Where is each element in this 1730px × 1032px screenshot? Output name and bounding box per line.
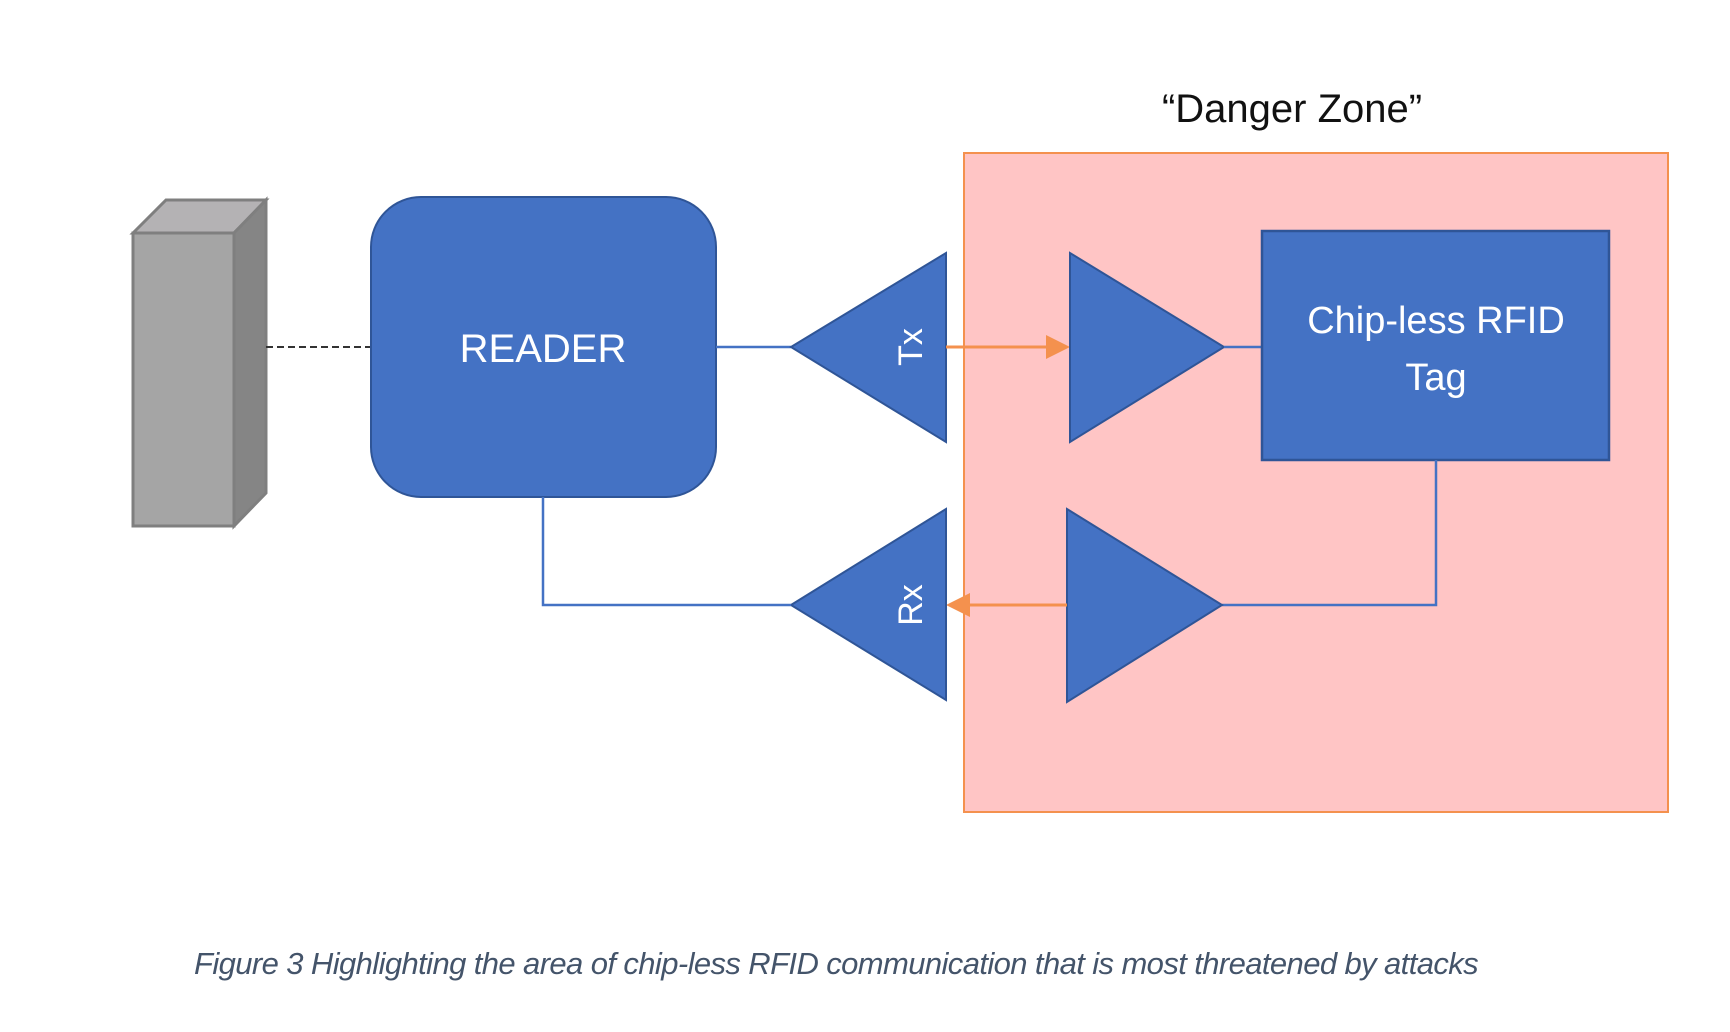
tag-label-line1: Chip-less RFID bbox=[1307, 300, 1565, 342]
rx-antenna bbox=[789, 507, 947, 702]
tag-return-wire bbox=[1222, 460, 1438, 607]
danger-zone-title: “Danger Zone” bbox=[1162, 87, 1422, 131]
figure-caption: Figure 3 Highlighting the area of chip-l… bbox=[194, 946, 1479, 981]
reader-label: READER bbox=[460, 327, 627, 371]
chipless-rfid-tag-block bbox=[1260, 229, 1611, 462]
tag-rx-antenna bbox=[1069, 251, 1226, 444]
tag-label-line2: Tag bbox=[1405, 357, 1466, 399]
rx-label: Rx bbox=[892, 584, 930, 626]
tx-label: Tx bbox=[892, 328, 930, 366]
rx-reader-wire bbox=[541, 497, 791, 607]
host-server-icon bbox=[129, 196, 270, 530]
